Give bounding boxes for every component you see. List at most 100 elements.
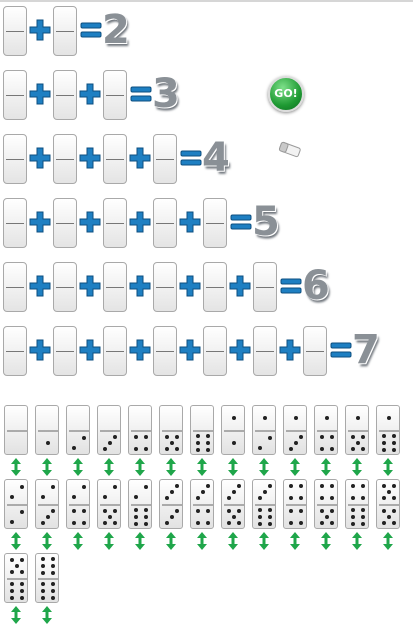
flip-arrow-icon[interactable]	[259, 458, 269, 476]
flip-arrow-icon[interactable]	[197, 532, 207, 550]
domino-slot[interactable]	[203, 198, 227, 248]
domino-tile[interactable]	[376, 405, 400, 455]
domino-slot[interactable]	[103, 198, 127, 248]
domino-tile[interactable]	[252, 479, 276, 529]
domino-pip	[196, 441, 200, 445]
domino-tile[interactable]	[35, 405, 59, 455]
domino-slot[interactable]	[153, 134, 177, 184]
domino-tile[interactable]	[283, 405, 307, 455]
flip-arrow-icon[interactable]	[135, 458, 145, 476]
domino-pip	[144, 522, 148, 526]
flip-arrow-icon[interactable]	[290, 458, 300, 476]
flip-arrow-icon[interactable]	[135, 532, 145, 550]
domino-tile[interactable]	[314, 479, 338, 529]
domino-tile[interactable]	[283, 479, 307, 529]
domino-slot[interactable]	[203, 262, 227, 312]
domino-tile[interactable]	[66, 405, 90, 455]
domino-pip	[268, 515, 272, 519]
domino-slot[interactable]	[153, 326, 177, 376]
flip-arrow-icon[interactable]	[11, 458, 21, 476]
plus-icon	[28, 18, 52, 42]
domino-tile[interactable]	[159, 479, 183, 529]
domino-pip	[320, 509, 324, 513]
domino-tile[interactable]	[345, 405, 369, 455]
plus-icon	[128, 210, 152, 234]
domino-tile[interactable]	[128, 405, 152, 455]
flip-arrow-icon[interactable]	[166, 532, 176, 550]
domino-pip	[361, 522, 365, 526]
domino-slot[interactable]	[3, 134, 27, 184]
domino-pip	[165, 447, 169, 451]
flip-arrow-icon[interactable]	[73, 532, 83, 550]
domino-slot[interactable]	[103, 134, 127, 184]
domino-slot[interactable]	[103, 326, 127, 376]
flip-arrow-icon[interactable]	[321, 532, 331, 550]
domino-slot[interactable]	[53, 6, 77, 56]
domino-slot[interactable]	[153, 198, 177, 248]
domino-slot[interactable]	[53, 262, 77, 312]
domino-tile[interactable]	[190, 479, 214, 529]
domino-pip	[108, 515, 112, 519]
flip-arrow-icon[interactable]	[42, 458, 52, 476]
flip-arrow-icon[interactable]	[11, 606, 21, 624]
domino-slot[interactable]	[3, 70, 27, 120]
domino-tile[interactable]	[376, 479, 400, 529]
plus-icon	[278, 338, 302, 362]
flip-arrow-icon[interactable]	[321, 458, 331, 476]
flip-arrow-icon[interactable]	[383, 532, 393, 550]
domino-slot[interactable]	[3, 262, 27, 312]
flip-arrow-icon[interactable]	[228, 458, 238, 476]
domino-tile[interactable]	[4, 479, 28, 529]
domino-tile[interactable]	[4, 405, 28, 455]
flip-arrow-icon[interactable]	[228, 532, 238, 550]
flip-arrow-icon[interactable]	[104, 458, 114, 476]
domino-tile[interactable]	[314, 405, 338, 455]
flip-arrow-icon[interactable]	[42, 606, 52, 624]
flip-arrow-icon[interactable]	[11, 532, 21, 550]
flip-arrow-icon[interactable]	[73, 458, 83, 476]
domino-tile[interactable]	[35, 553, 59, 603]
domino-slot[interactable]	[53, 326, 77, 376]
flip-arrow-icon[interactable]	[197, 458, 207, 476]
domino-tile[interactable]	[345, 479, 369, 529]
domino-slot[interactable]	[303, 326, 327, 376]
domino-tile[interactable]	[4, 553, 28, 603]
flip-arrow-icon[interactable]	[352, 532, 362, 550]
domino-pip	[82, 509, 86, 513]
flip-arrow-icon[interactable]	[259, 532, 269, 550]
domino-slot[interactable]	[53, 134, 77, 184]
domino-slot[interactable]	[3, 6, 27, 56]
go-button[interactable]: GO!	[268, 76, 304, 112]
domino-slot[interactable]	[203, 326, 227, 376]
domino-pip	[268, 436, 272, 440]
flip-arrow-icon[interactable]	[383, 458, 393, 476]
domino-tile[interactable]	[221, 405, 245, 455]
flip-arrow-icon[interactable]	[290, 532, 300, 550]
domino-slot[interactable]	[153, 262, 177, 312]
domino-tile[interactable]	[221, 479, 245, 529]
flip-arrow-icon[interactable]	[42, 532, 52, 550]
domino-slot[interactable]	[3, 198, 27, 248]
domino-tile[interactable]	[66, 479, 90, 529]
domino-slot[interactable]	[53, 70, 77, 120]
flip-arrow-icon[interactable]	[104, 532, 114, 550]
domino-slot[interactable]	[253, 326, 277, 376]
domino-tile[interactable]	[252, 405, 276, 455]
domino-slot[interactable]	[53, 198, 77, 248]
domino-pip	[268, 508, 272, 512]
eraser-icon[interactable]	[277, 140, 303, 158]
domino-slot[interactable]	[253, 262, 277, 312]
domino-tile[interactable]	[159, 405, 183, 455]
domino-tile[interactable]	[128, 479, 152, 529]
domino-slot[interactable]	[103, 262, 127, 312]
flip-arrow-icon[interactable]	[166, 458, 176, 476]
domino-tile[interactable]	[35, 479, 59, 529]
domino-slot[interactable]	[103, 70, 127, 120]
domino-pip	[361, 515, 365, 519]
domino-tile[interactable]	[97, 479, 121, 529]
domino-tile[interactable]	[190, 405, 214, 455]
domino-pip	[10, 596, 14, 600]
flip-arrow-icon[interactable]	[352, 458, 362, 476]
domino-slot[interactable]	[3, 326, 27, 376]
domino-tile[interactable]	[97, 405, 121, 455]
